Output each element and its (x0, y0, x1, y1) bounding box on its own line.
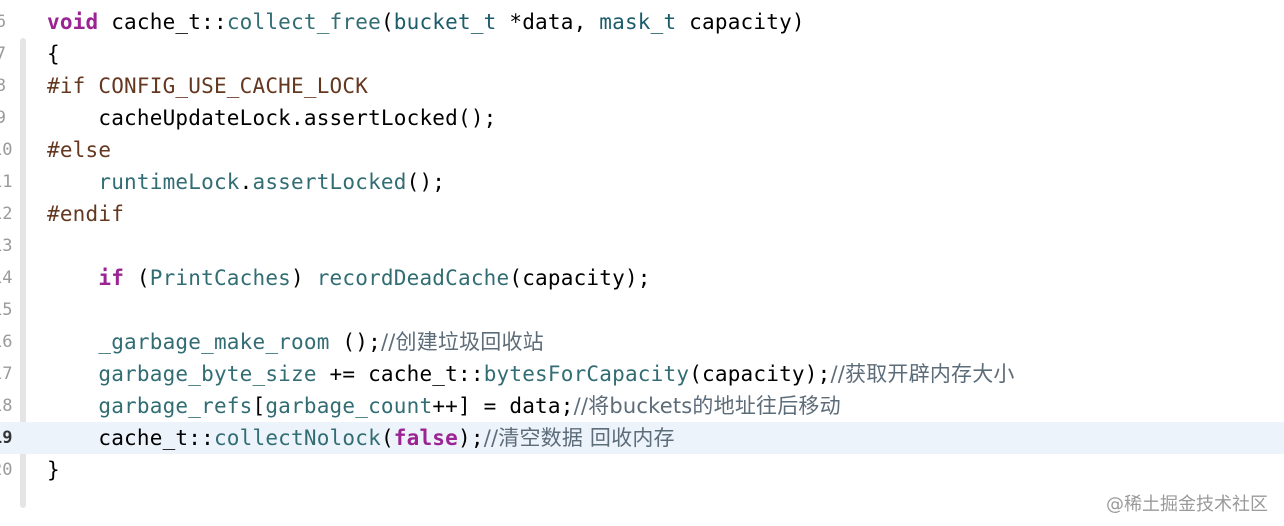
line-number: 16 (0, 332, 13, 352)
code-token: ( (124, 266, 150, 290)
line-number: 14 (0, 268, 13, 288)
code-line[interactable]: 20} (0, 454, 1284, 486)
change-indicator-bar (20, 38, 26, 508)
code-comment: //创建垃圾回收站 (380, 330, 544, 354)
code-token: garbage_refs (98, 394, 253, 418)
code-token: (); (329, 330, 381, 354)
code-token: ++] = data; (432, 394, 574, 418)
watermark: @稀土掘金技术社区 (1106, 494, 1268, 515)
line-number: 9 (0, 108, 6, 128)
code-token: assertLocked (252, 170, 407, 194)
code-token: garbage_count (265, 394, 433, 418)
code-token: += cache_t:: (316, 362, 484, 386)
code-text[interactable]: #else (47, 134, 111, 166)
code-text[interactable]: if (PrintCaches) recordDeadCache(capacit… (47, 262, 651, 294)
code-token (47, 394, 98, 418)
code-line[interactable]: 8 #if CONFIG_USE_CACHE_LOCK (0, 70, 1284, 102)
code-token (47, 266, 98, 290)
code-token: collect_free (226, 10, 381, 34)
code-token: #if CONFIG_USE_CACHE_LOCK (47, 74, 369, 98)
code-text[interactable]: #if CONFIG_USE_CACHE_LOCK (47, 70, 368, 102)
code-token: ( (380, 426, 394, 450)
line-number: 13 (0, 236, 13, 256)
code-token: (); (406, 170, 446, 194)
code-token: bytesForCapacity (483, 362, 690, 386)
line-number: 18 (0, 396, 13, 416)
line-number: 20 (0, 460, 13, 480)
code-token: ) (291, 266, 317, 290)
code-text[interactable]: _garbage_make_room ();//创建垃圾回收站 (47, 326, 544, 358)
line-number: 15 (0, 300, 13, 320)
code-token: if (98, 266, 125, 290)
code-line[interactable]: 9 cacheUpdateLock.assertLocked(); (0, 102, 1284, 134)
code-token: capacity) (676, 10, 805, 34)
code-token: PrintCaches (149, 266, 292, 290)
code-token: (capacity); (509, 266, 651, 290)
code-token: collectNolock (213, 426, 381, 450)
code-token: _garbage_make_room (98, 330, 330, 354)
line-number: 11 (0, 172, 13, 192)
code-token: recordDeadCache (316, 266, 510, 290)
code-comment: //获取开辟内存大小 (830, 362, 1015, 386)
code-text[interactable]: cache_t::collectNolock(false);//清空数据 回收内… (47, 422, 675, 454)
code-text[interactable]: runtimeLock.assertLocked(); (47, 166, 445, 198)
line-number: 6 (0, 12, 6, 32)
code-token: runtimeLock (98, 170, 240, 194)
code-token: *data, (496, 10, 600, 34)
code-token: false (393, 426, 458, 450)
code-token: { (47, 42, 60, 66)
code-token: #else (47, 138, 112, 162)
code-token: ( (380, 10, 394, 34)
code-token: [ (252, 394, 266, 418)
code-token: (capacity); (689, 362, 831, 386)
code-text[interactable]: garbage_refs[garbage_count++] = data;//将… (47, 390, 841, 422)
code-line[interactable]: 11 runtimeLock.assertLocked(); (0, 166, 1284, 198)
code-line[interactable]: 6 void cache_t::collect_free(bucket_t *da… (0, 6, 1284, 38)
code-token (47, 330, 98, 354)
line-number: 7 (0, 44, 6, 64)
code-line[interactable]: 18 garbage_refs[garbage_count++] = data;… (0, 390, 1284, 422)
code-token: void (47, 10, 99, 34)
code-text[interactable]: #endif (47, 198, 124, 230)
code-comment: //清空数据 回收内存 (483, 426, 675, 450)
code-token: mask_t (599, 10, 677, 34)
line-number: 17 (0, 364, 13, 384)
code-token: . (239, 170, 253, 194)
code-token (47, 362, 98, 386)
code-token: cacheUpdateLock.assertLocked(); (47, 106, 497, 130)
code-comment: //将buckets的地址往后移动 (573, 394, 841, 418)
line-number: 12 (0, 204, 13, 224)
code-line[interactable]: 17 garbage_byte_size += cache_t::bytesFo… (0, 358, 1284, 390)
code-line[interactable]: 10 #else (0, 134, 1284, 166)
code-token: cache_t:: (98, 10, 227, 34)
code-line[interactable]: 13 (0, 230, 1284, 262)
code-line[interactable]: 19 cache_t::collectNolock(false);//清空数据 … (0, 422, 1284, 454)
code-text[interactable]: } (47, 454, 60, 486)
code-token (47, 170, 98, 194)
line-number: 8 (0, 76, 6, 96)
line-number-gutter (0, 0, 12, 526)
code-line[interactable]: 16 _garbage_make_room ();//创建垃圾回收站 (0, 326, 1284, 358)
line-number: 10 (0, 140, 13, 160)
code-token: garbage_byte_size (98, 362, 317, 386)
code-line[interactable]: 14 if (PrintCaches) recordDeadCache(capa… (0, 262, 1284, 294)
code-token: } (47, 458, 60, 482)
code-line[interactable]: 12 #endif (0, 198, 1284, 230)
code-line[interactable]: 7{ (0, 38, 1284, 70)
code-line[interactable]: 15 (0, 294, 1284, 326)
code-token: ); (458, 426, 484, 450)
line-number: 19 (0, 428, 13, 448)
code-text[interactable]: { (47, 38, 60, 70)
code-text[interactable]: void cache_t::collect_free(bucket_t *dat… (47, 6, 805, 38)
code-token: #endif (47, 202, 125, 226)
code-text[interactable]: garbage_byte_size += cache_t::bytesForCa… (47, 358, 1015, 390)
code-token: cache_t:: (47, 426, 214, 450)
code-token: bucket_t (393, 10, 497, 34)
code-text[interactable]: cacheUpdateLock.assertLocked(); (47, 102, 497, 134)
